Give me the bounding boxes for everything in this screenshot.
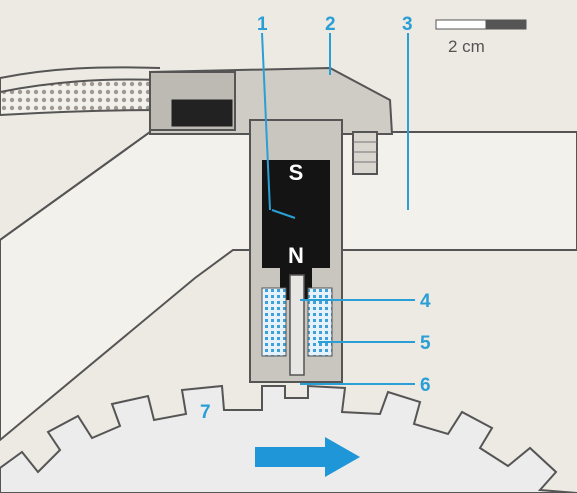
permanent-magnet: S N: [262, 160, 330, 300]
scale-bar: 2 cm: [435, 19, 527, 56]
callout-6: 6: [420, 375, 431, 396]
north-pole-label: N: [288, 243, 304, 268]
callouts: 1 2 3 4 5 6 7: [200, 14, 431, 423]
callout-5: 5: [420, 333, 431, 354]
callout-4: 4: [420, 291, 431, 312]
callout-3: 3: [402, 14, 413, 35]
leader-lines: [261, 32, 415, 385]
scale-label: 2 cm: [448, 37, 485, 56]
callout-2: 2: [325, 14, 336, 35]
toothed-wheel: [0, 384, 577, 493]
callout-1: 1: [257, 14, 268, 35]
south-pole-label: S: [289, 160, 304, 185]
callout-7: 7: [200, 402, 211, 423]
sensor-bracket: [149, 66, 394, 175]
soft-iron-core: [289, 274, 305, 376]
leader-1b: [271, 209, 296, 219]
rotation-direction-arrow: [255, 437, 360, 477]
leader-1: [261, 32, 271, 211]
